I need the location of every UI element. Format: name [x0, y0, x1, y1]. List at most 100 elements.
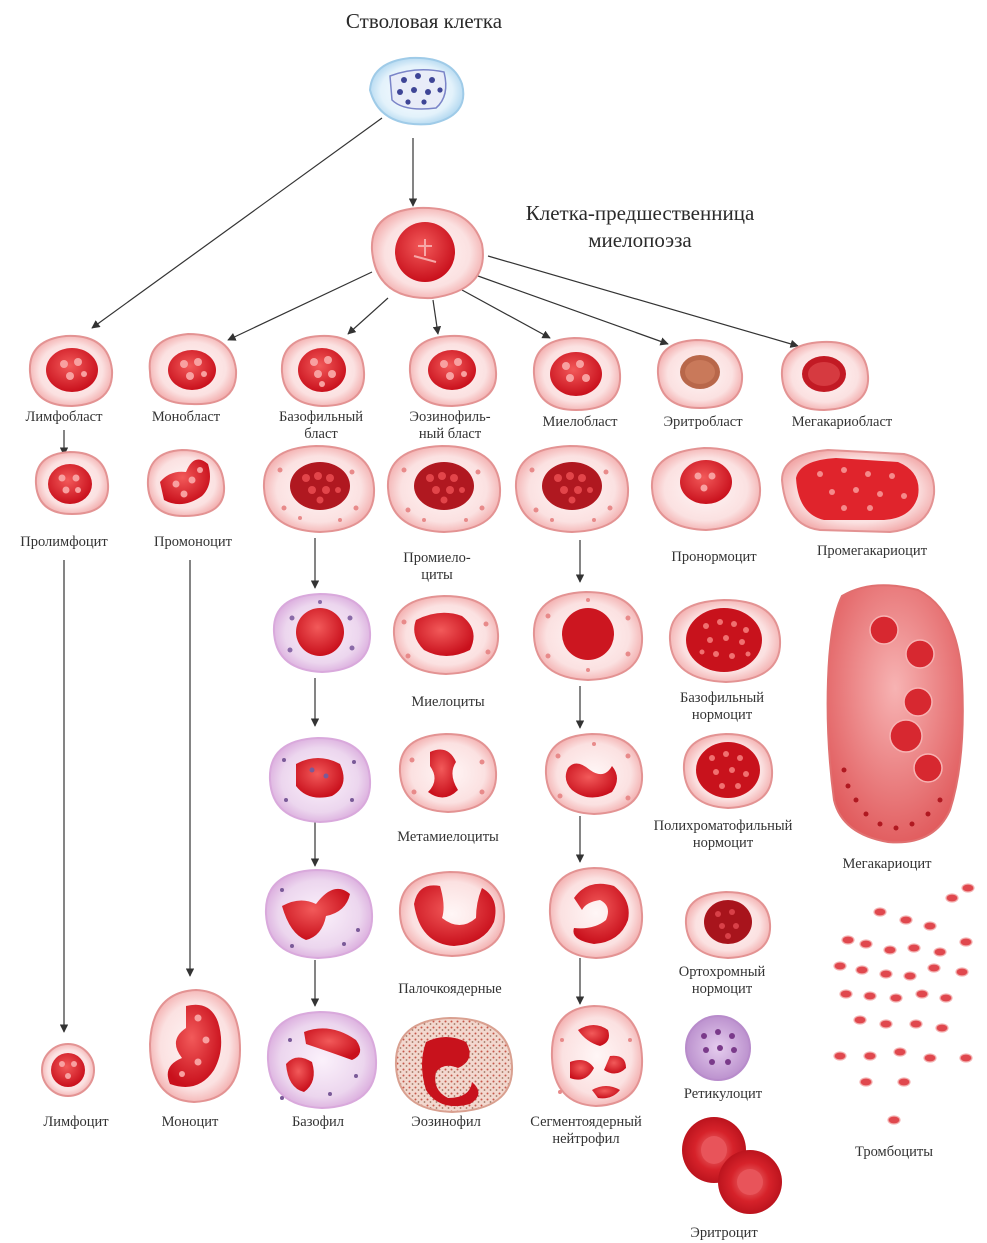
monoblast-label: Монобласт: [152, 409, 220, 426]
basoblast-label: Базофильный бласт: [279, 409, 363, 443]
monoblast-cell: [150, 334, 236, 404]
platelets-cluster: [834, 884, 974, 1124]
promegakaryocyte-label: Промегакариоцит: [817, 543, 927, 560]
platelet: [916, 990, 928, 998]
stem-cell-label: Стволовая клетка: [346, 8, 502, 35]
megakaryocyte-cell: [828, 585, 963, 842]
reticulocyte-label: Ретикулоцит: [684, 1086, 762, 1103]
platelet: [842, 936, 854, 944]
lymphocyte-label: Лимфоцит: [43, 1114, 108, 1131]
polychromatophilic-normocyte-cell: [684, 734, 772, 808]
platelet: [908, 944, 920, 952]
baso-metamyelocyte-cell: [270, 738, 370, 822]
arrow: [348, 298, 388, 334]
platelet: [898, 1078, 910, 1086]
baso-myelocyte-cell: [274, 594, 370, 672]
baso-band-cell: [266, 870, 372, 958]
promyelocyte-baso-cell: [264, 446, 374, 532]
basophilic-normocyte-label: Базофильный нормоцит: [680, 690, 764, 724]
eos-metamyelocyte-cell: [400, 734, 496, 812]
promegakaryocyte-cell: [782, 450, 934, 532]
pronormocyte-label: Пронормоцит: [671, 549, 756, 566]
basophil-label: Базофил: [292, 1114, 344, 1131]
platelet: [940, 994, 952, 1002]
platelet: [834, 962, 846, 970]
promyelocytes-label: Промиело- циты: [403, 550, 470, 584]
pronormocyte-cell: [652, 448, 760, 530]
eosinophil-cell: [396, 1018, 512, 1112]
platelet: [880, 1020, 892, 1028]
stem-cell: [370, 58, 463, 125]
band-cells-label: Палочкоядерные: [398, 981, 501, 998]
monocyte-label: Моноцит: [162, 1114, 219, 1131]
platelet: [924, 922, 936, 930]
megakaryocyte-label: Мегакариоцит: [843, 856, 932, 873]
basophil-cell: [268, 1012, 376, 1108]
platelet: [890, 994, 902, 1002]
progenitor-label: Клетка-предшественница миелопоэза: [526, 200, 755, 254]
platelet: [956, 968, 968, 976]
prolymphocyte-cell: [36, 452, 108, 514]
arrow: [228, 272, 372, 340]
myeloblast-label: Миелобласт: [542, 414, 617, 431]
myeloblast-cell: [534, 338, 620, 410]
platelet: [946, 894, 958, 902]
platelet: [910, 1020, 922, 1028]
erythrocyte-label: Эритроцит: [690, 1225, 757, 1242]
megakaryoblast-label: Мегакариобласт: [792, 414, 893, 431]
erythroblast-cell: [658, 340, 742, 408]
polychromatophilic-normocyte-label: Полихроматофильный нормоцит: [654, 818, 793, 852]
lymphocyte-cell: [42, 1044, 94, 1096]
reticulocyte-cell: [686, 1016, 750, 1080]
platelet: [864, 1052, 876, 1060]
lymphoblast-label: Лимфобласт: [26, 409, 103, 426]
eosinoblast-label: Эозинофиль- ный бласт: [409, 409, 490, 443]
platelet: [962, 884, 974, 892]
progenitor-cell: [372, 208, 483, 298]
arrow: [433, 300, 438, 334]
platelet: [934, 948, 946, 956]
platelet: [840, 990, 852, 998]
neutro-metamyelocyte-cell: [546, 734, 642, 814]
eos-band-cell: [400, 872, 504, 956]
platelet: [860, 940, 872, 948]
basoblast-cell: [282, 336, 364, 406]
prolymphocyte-label: Пролимфоцит: [20, 534, 107, 551]
basophilic-normocyte-cell: [670, 600, 780, 682]
segmented-neutrophil-cell: [552, 1006, 642, 1106]
promonocyte-cell: [148, 450, 224, 516]
platelet: [960, 1054, 972, 1062]
platelet: [904, 972, 916, 980]
platelets-label: Тромбоциты: [855, 1144, 933, 1161]
platelet: [880, 970, 892, 978]
myelocytes-label: Миелоциты: [411, 694, 484, 711]
orthochromic-normocyte-label: Ортохромный нормоцит: [679, 964, 765, 998]
orthochromic-normocyte-cell: [686, 892, 770, 958]
metamyelocytes-label: Метамиелоциты: [397, 829, 499, 846]
platelet: [834, 1052, 846, 1060]
megakaryoblast-cell: [782, 342, 868, 410]
platelet: [860, 1078, 872, 1086]
arrow: [488, 256, 798, 346]
segmented-neutrophil-label: Сегментоядерный нейтрофил: [530, 1114, 642, 1148]
promonocyte-label: Промоноцит: [154, 534, 232, 551]
platelet: [894, 1048, 906, 1056]
arrow: [92, 118, 382, 328]
platelet: [928, 964, 940, 972]
eos-myelocyte-cell: [394, 596, 498, 674]
platelet: [960, 938, 972, 946]
eosinophil-label: Эозинофил: [411, 1114, 481, 1131]
arrow: [478, 276, 668, 344]
monocyte-cell: [150, 990, 240, 1102]
promyelocyte-eos-cell: [388, 446, 500, 532]
platelet: [900, 916, 912, 924]
platelet: [924, 1054, 936, 1062]
platelet: [936, 1024, 948, 1032]
platelet: [888, 1116, 900, 1124]
neutro-band-cell: [550, 868, 642, 958]
lymphoblast-cell: [30, 336, 112, 406]
erythrocyte-cells: [682, 1117, 782, 1214]
platelet: [864, 992, 876, 1000]
